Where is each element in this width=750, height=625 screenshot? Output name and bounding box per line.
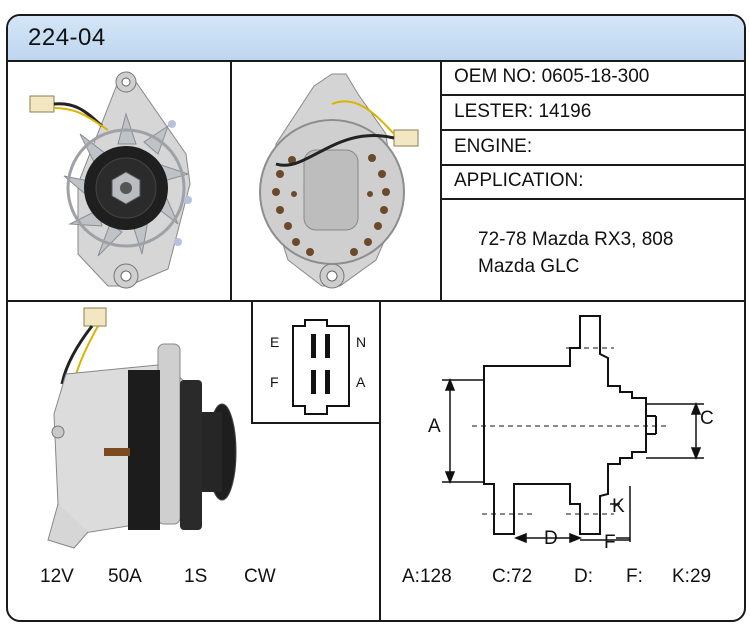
plug-box — [251, 300, 379, 424]
part-number-title: 224-04 — [28, 24, 106, 51]
divider-top-2 — [440, 60, 442, 300]
dim-label-k: K — [612, 496, 625, 517]
oem-number: OEM NO: 0605-18-300 — [454, 66, 650, 87]
dim-label-f: F — [604, 532, 616, 553]
divider-bottom — [379, 300, 381, 620]
divider-spec-1 — [440, 94, 744, 96]
dim-value-a: A:128 — [402, 566, 452, 587]
dim-label-d: D — [544, 528, 558, 549]
product-card: 224-04 OEM NO: 0605-18-300 LESTER: 14196… — [6, 14, 746, 622]
application-label: APPLICATION: — [454, 170, 584, 191]
dim-value-d: D: — [574, 566, 593, 587]
dim-value-k: K:29 — [672, 566, 712, 587]
divider-middle — [8, 300, 744, 302]
plug-label-f: F — [270, 374, 279, 390]
plug-label-e: E — [270, 334, 280, 350]
divider-top-1 — [230, 60, 232, 300]
engine-label: ENGINE: — [454, 136, 533, 157]
lester-number: LESTER: 14196 — [454, 101, 592, 122]
plug-label-n: N — [356, 334, 367, 350]
divider-spec-4 — [440, 198, 744, 200]
pulley-type: 1S — [184, 566, 208, 587]
dim-value-c: C:72 — [492, 566, 533, 587]
dimension-drawing — [384, 306, 740, 556]
application-line-2: Mazda GLC — [478, 256, 580, 277]
dim-label-c: C — [700, 408, 714, 429]
dim-value-f: F: — [626, 566, 643, 587]
dim-label-a: A — [428, 416, 441, 437]
divider-spec-2 — [440, 129, 744, 131]
alternator-rear-image — [236, 64, 436, 296]
amperage-rating: 50A — [108, 566, 142, 587]
rotation-direction: CW — [244, 566, 276, 587]
header-bar: 224-04 — [8, 16, 744, 62]
plug-label-a: A — [356, 374, 366, 390]
alternator-side-image — [18, 304, 246, 558]
voltage-rating: 12V — [40, 566, 74, 587]
application-line-1: 72-78 Mazda RX3, 808 — [478, 229, 674, 250]
plug-diagram — [253, 302, 379, 422]
divider-spec-3 — [440, 164, 744, 166]
alternator-front-image — [18, 64, 226, 296]
